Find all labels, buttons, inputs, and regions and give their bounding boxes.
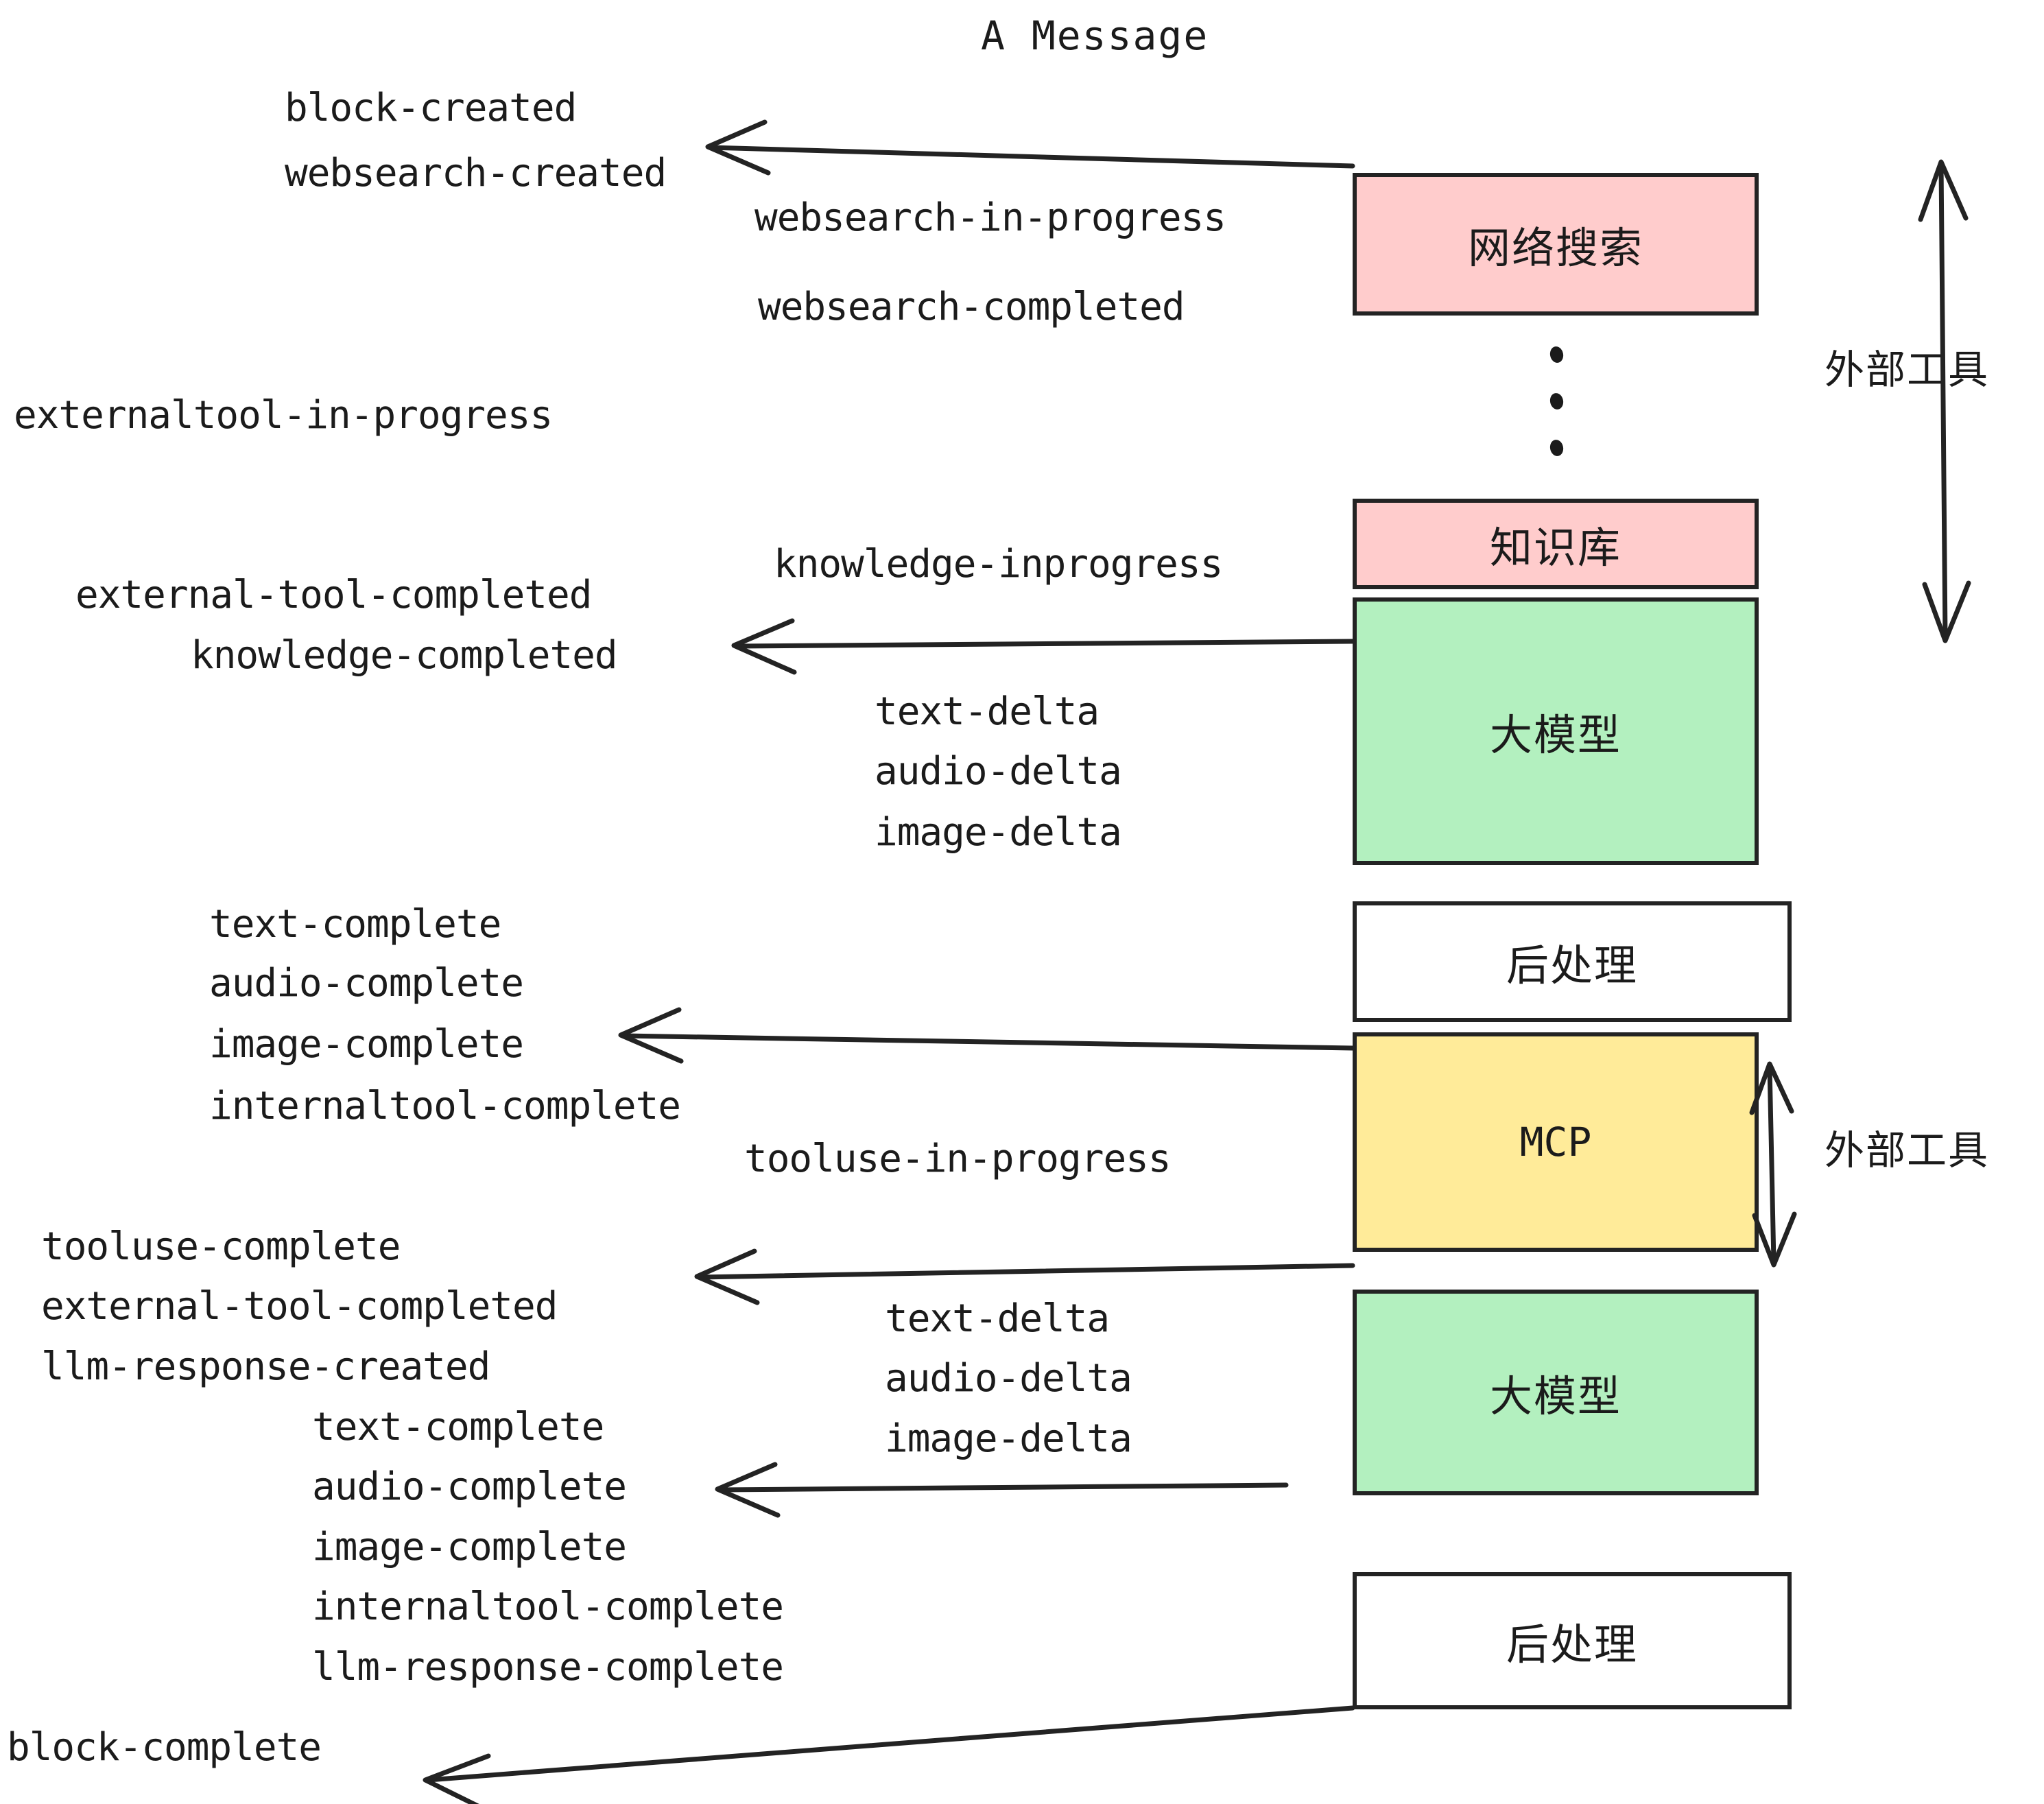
event-label-llm-response-created: llm-response-created xyxy=(41,1344,490,1389)
event-label-knowledge-inprogress: knowledge-inprogress xyxy=(774,542,1223,586)
event-label-text-complete-2: text-complete xyxy=(312,1405,604,1449)
event-label-audio-complete-1: audio-complete xyxy=(209,961,524,1006)
event-label-external-tool-completed-2: external-tool-completed xyxy=(41,1284,558,1329)
external-tools-range-arrow-top xyxy=(1918,159,1971,643)
event-label-text-complete-1: text-complete xyxy=(209,902,501,947)
event-label-websearch-in-progress: websearch-in-progress xyxy=(754,195,1226,240)
event-label-internaltool-complete-2: internaltool-complete xyxy=(312,1585,784,1629)
group-label-external-tools-top: 外部工具 xyxy=(1825,346,1990,393)
event-label-image-complete-2: image-complete xyxy=(312,1525,627,1569)
component-box-postprocess-bottom[interactable]: 后处理 xyxy=(1353,1572,1792,1709)
component-label-llm-top: 大模型 xyxy=(1489,710,1621,760)
arrow-postprocess-bottom-to-events xyxy=(423,1705,1355,1804)
event-label-text-delta-2: text-delta xyxy=(885,1296,1110,1341)
event-label-image-delta-2: image-delta xyxy=(885,1416,1132,1461)
event-label-knowledge-completed: knowledge-completed xyxy=(191,633,618,678)
component-label-postprocess-bottom: 后处理 xyxy=(1506,1619,1638,1670)
arrow-llm-bottom-to-events xyxy=(715,1462,1289,1518)
component-box-llm-top[interactable]: 大模型 xyxy=(1353,597,1759,865)
component-box-mcp[interactable]: MCP xyxy=(1353,1032,1759,1252)
component-box-llm-bottom[interactable]: 大模型 xyxy=(1353,1290,1759,1495)
arrow-knowledge-to-events xyxy=(731,618,1355,675)
arrow-mcp-to-events xyxy=(694,1248,1355,1305)
diagram-title: A Message xyxy=(981,12,1209,59)
arrow-postprocess-top-to-events xyxy=(618,1007,1355,1064)
vertical-ellipsis-icon xyxy=(1548,345,1565,458)
component-label-websearch: 网络搜索 xyxy=(1467,223,1643,273)
event-label-block-complete: block-complete xyxy=(7,1725,322,1770)
event-label-tooluse-in-progress: tooluse-in-progress xyxy=(744,1137,1172,1181)
event-label-websearch-completed: websearch-completed xyxy=(758,285,1185,329)
event-label-audio-delta-1: audio-delta xyxy=(875,749,1122,794)
event-label-image-delta-1: image-delta xyxy=(875,810,1122,855)
event-label-image-complete-1: image-complete xyxy=(209,1022,524,1067)
event-label-internaltool-complete-1: internaltool-complete xyxy=(209,1084,681,1128)
component-box-postprocess-top[interactable]: 后处理 xyxy=(1353,901,1792,1022)
group-label-external-tools-bottom: 外部工具 xyxy=(1825,1127,1990,1174)
event-label-llm-response-complete: llm-response-complete xyxy=(312,1645,784,1689)
event-label-audio-delta-2: audio-delta xyxy=(885,1356,1132,1401)
event-label-audio-complete-2: audio-complete xyxy=(312,1464,627,1509)
component-label-postprocess-top: 后处理 xyxy=(1506,940,1638,990)
component-label-mcp: MCP xyxy=(1519,1119,1592,1165)
component-label-llm-bottom: 大模型 xyxy=(1489,1371,1621,1421)
component-box-knowledge-base[interactable]: 知识库 xyxy=(1353,499,1759,589)
event-label-block-created: block-created xyxy=(285,86,577,130)
event-label-tooluse-complete: tooluse-complete xyxy=(41,1224,401,1269)
component-box-websearch[interactable]: 网络搜索 xyxy=(1353,173,1759,316)
component-label-knowledge-base: 知识库 xyxy=(1489,523,1621,573)
event-label-externaltool-in-progress: externaltool-in-progress xyxy=(14,393,553,438)
event-label-text-delta-1: text-delta xyxy=(875,689,1100,734)
event-label-websearch-created: websearch-created xyxy=(285,151,667,195)
event-label-external-tool-completed-1: external-tool-completed xyxy=(75,573,592,617)
arrow-websearch-to-events xyxy=(705,119,1355,176)
